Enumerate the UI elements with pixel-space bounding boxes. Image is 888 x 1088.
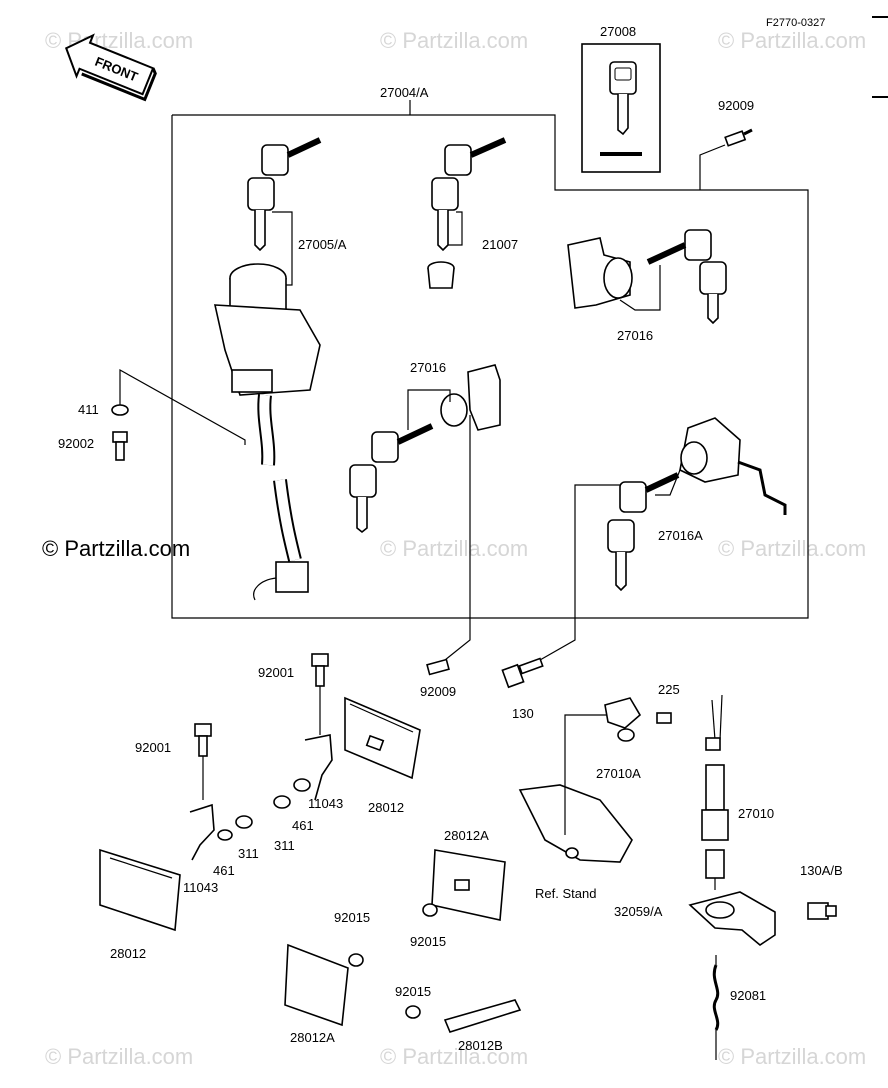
part-label-461-upper: 461 bbox=[292, 818, 314, 833]
ref-stand-label: Ref. Stand bbox=[535, 886, 596, 901]
part-label-92015-b: 92015 bbox=[334, 910, 370, 925]
part-label-27005A: 27005/A bbox=[298, 237, 347, 252]
bolt-130AB bbox=[807, 902, 837, 920]
diagram-code: F2770-0327 bbox=[766, 17, 825, 29]
part-label-92081: 92081 bbox=[730, 988, 766, 1003]
bolt-92002 bbox=[112, 431, 128, 461]
reflector-28012-upper bbox=[344, 696, 421, 780]
switch-27010A bbox=[604, 697, 672, 742]
watermark: © Partzilla.com bbox=[380, 536, 528, 561]
switch-27010 bbox=[701, 694, 729, 890]
part-label-27016A: 27016A bbox=[658, 528, 703, 543]
part-label-27010: 27010 bbox=[738, 806, 774, 821]
bolt-130 bbox=[501, 657, 544, 689]
nut-311-upper bbox=[273, 795, 291, 809]
part-label-11043-upper: 11043 bbox=[308, 796, 343, 811]
reflector-28012A-upper bbox=[431, 849, 506, 921]
part-label-11043-lower: 11043 bbox=[183, 880, 218, 895]
part-label-27008: 27008 bbox=[600, 24, 636, 39]
lock-27016A bbox=[539, 417, 787, 661]
part-label-28012A-upper: 28012A bbox=[444, 828, 489, 843]
watermark: © Partzilla.com bbox=[718, 28, 866, 53]
part-label-27004A: 27004/A bbox=[380, 85, 429, 100]
screw-92009-top bbox=[699, 128, 753, 190]
part-label-92001-upper: 92001 bbox=[258, 665, 294, 680]
part-label-92009-top: 92009 bbox=[718, 98, 754, 113]
part-label-21007: 21007 bbox=[482, 237, 518, 252]
part-label-92002: 92002 bbox=[58, 436, 94, 451]
part-label-311-upper: 311 bbox=[274, 838, 295, 853]
part-label-92001-lower: 92001 bbox=[135, 740, 171, 755]
nut-92015-b bbox=[348, 953, 364, 967]
washer-411 bbox=[111, 368, 246, 445]
part-label-28012B: 28012B bbox=[458, 1038, 503, 1053]
part-label-28012-upper: 28012 bbox=[368, 800, 404, 815]
nut-92015-a bbox=[422, 903, 438, 917]
part-label-92015-c: 92015 bbox=[395, 984, 431, 999]
assembly-outline bbox=[171, 100, 809, 619]
ref-stand-bracket bbox=[518, 714, 633, 863]
watermarks: © Partzilla.com © Partzilla.com © Partzi… bbox=[42, 28, 866, 1069]
screw-92009-bottom bbox=[426, 658, 450, 676]
part-label-92015-a: 92015 bbox=[410, 934, 446, 949]
bracket-32059A bbox=[688, 891, 776, 946]
lock-27016-top bbox=[567, 229, 727, 325]
bolt-92001-upper bbox=[304, 653, 333, 801]
nut-92015-c bbox=[405, 1005, 421, 1019]
part-label-461-lower: 461 bbox=[213, 863, 235, 878]
key-tag-27008 bbox=[581, 43, 661, 173]
part-label-28012A-lower: 28012A bbox=[290, 1030, 335, 1045]
part-label-411: 411 bbox=[78, 402, 99, 417]
watermark: © Partzilla.com bbox=[45, 1044, 193, 1069]
reflector-28012-lower bbox=[99, 848, 181, 932]
keys-21007 bbox=[427, 137, 507, 289]
part-label-225: 225 bbox=[658, 682, 680, 697]
watermark: © Partzilla.com bbox=[380, 28, 528, 53]
reflector-28012B bbox=[443, 999, 522, 1033]
watermark-main: © Partzilla.com bbox=[42, 536, 190, 561]
part-label-27016-top: 27016 bbox=[617, 328, 653, 343]
part-label-27010A: 27010A bbox=[596, 766, 641, 781]
part-label-27016-mid: 27016 bbox=[410, 360, 446, 375]
washer-461-upper bbox=[293, 778, 311, 792]
watermark: © Partzilla.com bbox=[718, 1044, 866, 1069]
part-label-28012-lower: 28012 bbox=[110, 946, 146, 961]
reflector-28012A-lower bbox=[284, 943, 349, 1027]
part-label-92009-bottom: 92009 bbox=[420, 684, 456, 699]
part-label-32059A: 32059/A bbox=[614, 904, 663, 919]
lock-27016-mid bbox=[349, 364, 501, 665]
watermark: © Partzilla.com bbox=[718, 536, 866, 561]
part-label-311-lower: 311 bbox=[238, 846, 259, 861]
front-arrow-icon: FRONT bbox=[64, 33, 157, 102]
bolt-92001-lower bbox=[189, 723, 253, 861]
ignition-switch bbox=[213, 263, 321, 601]
watermark: © Partzilla.com bbox=[380, 1044, 528, 1069]
part-label-130: 130 bbox=[512, 706, 534, 721]
part-label-130AB: 130A/B bbox=[800, 863, 843, 878]
keys-27005A bbox=[247, 137, 322, 286]
spring-92081 bbox=[712, 955, 720, 1060]
